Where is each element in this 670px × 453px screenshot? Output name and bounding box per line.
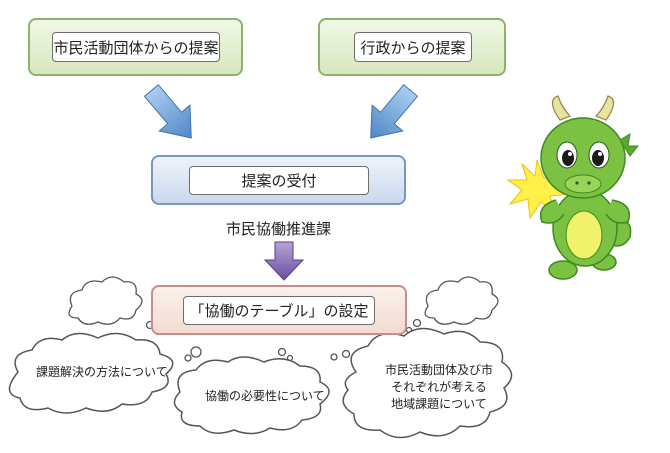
- government-proposal-box: 行政からの提案: [318, 18, 506, 76]
- arrow-right-down: [370, 83, 419, 139]
- arrow-left-down: [143, 83, 192, 139]
- table-setup-label-box: 「協働のテーブル」の設定: [183, 296, 375, 325]
- cloud-regional-issues: [342, 327, 513, 439]
- topic-regional-line3: 地域課題について: [391, 397, 487, 411]
- reception-box: 提案の受付: [151, 155, 406, 205]
- government-proposal-label: 行政からの提案: [360, 38, 466, 57]
- arrow-down-purple: [263, 241, 305, 281]
- mascot-dragon: [506, 95, 640, 280]
- citizen-proposal-box: 市民活動団体からの提案: [28, 18, 243, 76]
- topic-regional-issues: 市民活動団体及び市 それぞれが考える 地域課題について: [380, 362, 498, 413]
- reception-label-box: 提案の受付: [189, 166, 369, 195]
- topic-issue-method: 課題解決の方法について: [36, 365, 168, 379]
- bubble-tails: [184, 346, 351, 362]
- government-proposal-label-box: 行政からの提案: [354, 32, 472, 62]
- cloud-necessity: [173, 356, 330, 435]
- cloud-small-right: [405, 276, 499, 334]
- table-setup-label: 「協働のテーブル」の設定: [189, 302, 369, 320]
- reception-label: 提案の受付: [241, 172, 317, 190]
- topic-necessity: 協働の必要性について: [205, 389, 325, 403]
- cloud-issue-method: [8, 332, 174, 414]
- citizen-proposal-label-box: 市民活動団体からの提案: [52, 32, 220, 62]
- citizen-proposal-label: 市民活動団体からの提案: [53, 38, 219, 57]
- topic-regional-line2: それぞれが考える: [391, 380, 487, 394]
- department-label: 市民協働推進課: [226, 220, 332, 238]
- table-setup-box: 「協働のテーブル」の設定: [151, 285, 407, 335]
- cloud-small-left: [68, 276, 162, 336]
- topic-regional-line1: 市民活動団体及び市: [384, 363, 493, 377]
